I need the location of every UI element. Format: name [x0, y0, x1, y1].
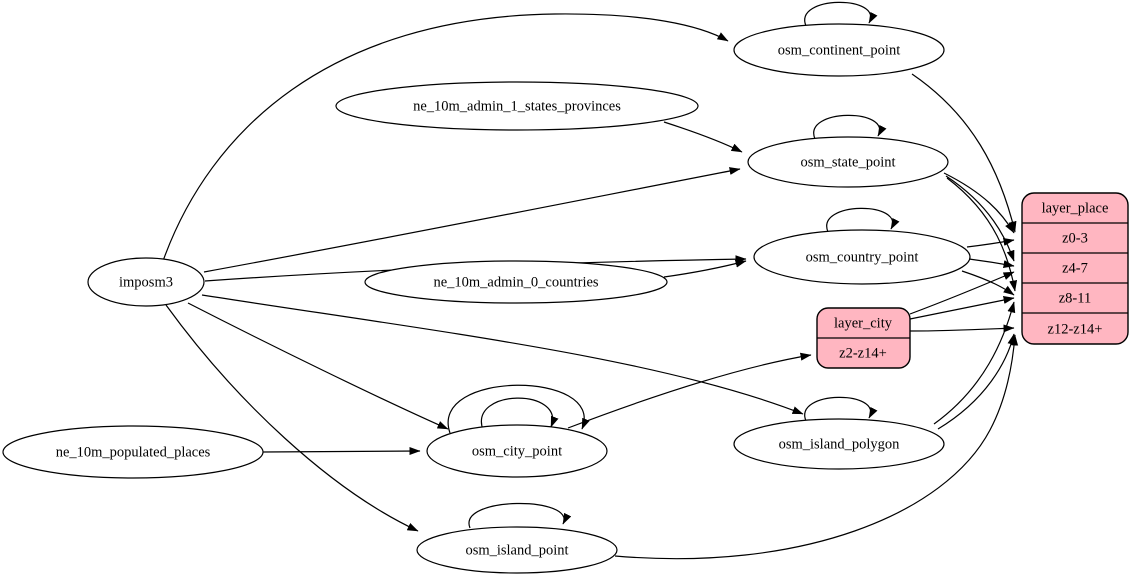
ne_10m_admin_1_states_provinces-ellipse	[335, 81, 699, 131]
edge-ne_10m_admin_0_countries-osm_country_point	[663, 259, 747, 278]
edge-osm_island_point-layer_place-z12-z14+	[614, 334, 1019, 560]
layer_city-title: layer_city	[834, 315, 893, 331]
ne_10m_populated_places-label: ne_10m_populated_places	[56, 444, 211, 460]
osm_city_point-label: osm_city_point	[472, 443, 562, 459]
selfloop-osm_city_point-outer	[447, 384, 590, 434]
edge-osm_country_point-layer_place-z8-11	[961, 270, 1015, 296]
selfloop-osm_continent_point	[804, 1, 878, 27]
osm_island_point-ellipse	[416, 526, 618, 574]
layer_place-row-z4-7: z4-7	[1062, 260, 1088, 276]
edge-ne_10m_admin_1_states_provinces-osm_state_point	[663, 121, 743, 153]
edges-layer	[162, 1, 1019, 560]
node-layer_place: layer_place z0-3 z4-7 z8-11 z12-z14+	[1021, 192, 1129, 345]
node-osm_state_point: osm_state_point	[747, 136, 949, 188]
ne_10m_admin_0_countries-label: ne_10m_admin_0_countries	[433, 274, 598, 290]
edge-osm_continent_point-layer_place-z0-3	[911, 73, 1017, 233]
layer_place-row-z8-11: z8-11	[1059, 290, 1091, 306]
osm_state_point-ellipse	[747, 136, 949, 188]
osm_continent_point-ellipse	[733, 23, 945, 77]
edge-imposm3-osm_island_polygon	[201, 294, 804, 415]
osm_city_point-ellipse	[426, 424, 608, 478]
osm_continent_point-label: osm_continent_point	[778, 42, 900, 58]
edge-osm_state_point-layer_place-z0-3	[943, 172, 1015, 234]
edge-imposm3-osm_continent_point	[162, 13, 729, 262]
edge-imposm3-osm_island_point	[165, 304, 419, 532]
layer_place-row-z12-z14: z12-z14+	[1048, 321, 1103, 337]
edge-osm_country_point-layer_place-z4-7	[968, 258, 1015, 269]
imposm3-ellipse	[87, 257, 205, 307]
edge-layer_city-layer_place-z8-11	[909, 296, 1015, 320]
osm_country_point-label: osm_country_point	[806, 249, 919, 265]
ne_10m_admin_0_countries-ellipse	[364, 260, 668, 304]
selfloop-osm_island_point	[468, 502, 572, 529]
node-layer_city: layer_city z2-z14+	[816, 307, 911, 369]
node-imposm3: imposm3	[87, 257, 205, 307]
edge-osm_state_point-layer_place-z4-7	[945, 175, 1015, 262]
osm_island_point-label: osm_island_point	[465, 542, 568, 558]
edge-osm_city_point-layer_city-z2-z14+	[567, 352, 812, 429]
edge-imposm3-osm_state_point	[203, 167, 741, 273]
imposm3-label: imposm3	[119, 274, 173, 290]
layer_place-title: layer_place	[1042, 200, 1109, 216]
node-osm_country_point: osm_country_point	[753, 229, 971, 285]
node-osm_city_point: osm_city_point	[426, 424, 608, 478]
node-osm_island_point: osm_island_point	[416, 526, 618, 574]
osm_country_point-ellipse	[753, 229, 971, 285]
edge-ne_10m_populated_places-osm_city_point	[262, 447, 421, 456]
osm_island_polygon-ellipse	[733, 418, 945, 470]
osm_island_polygon-label: osm_island_polygon	[779, 436, 901, 452]
edge-osm_island_polygon-layer_place-z12-z14+	[937, 333, 1016, 430]
edge-osm_state_point-layer_place-z8-11	[946, 177, 1018, 292]
edge-layer_city-layer_place-z12-z14+	[909, 324, 1015, 333]
edge-osm_island_polygon-layer_place-z8-11	[933, 301, 1016, 425]
layer_city-row-z2-z14: z2-z14+	[839, 345, 887, 361]
edge-osm_country_point-layer_place-z0-3	[966, 237, 1015, 248]
node-ne_10m_admin_0_countries: ne_10m_admin_0_countries	[364, 260, 668, 304]
edge-layer_city-layer_place-z4-7	[909, 271, 1015, 315]
osm_state_point-label: osm_state_point	[800, 154, 895, 170]
selfloop-osm_city_point-inner	[480, 397, 559, 431]
node-ne_10m_populated_places: ne_10m_populated_places	[2, 425, 264, 479]
selfloop-osm_island_polygon	[804, 396, 878, 422]
layer_place-box	[1021, 192, 1129, 345]
node-ne_10m_admin_1_states_provinces: ne_10m_admin_1_states_provinces	[335, 81, 699, 131]
ne_10m_admin_1_states_provinces-label: ne_10m_admin_1_states_provinces	[413, 98, 621, 114]
selfloop-osm_country_point	[826, 207, 900, 233]
edge-imposm3-osm_city_point	[187, 302, 449, 430]
layer_place-row-z0-3: z0-3	[1062, 230, 1088, 246]
node-osm_island_polygon: osm_island_polygon	[733, 418, 945, 470]
ne_10m_populated_places-ellipse	[2, 425, 264, 479]
node-osm_continent_point: osm_continent_point	[733, 23, 945, 77]
selfloop-osm_state_point	[813, 114, 887, 140]
